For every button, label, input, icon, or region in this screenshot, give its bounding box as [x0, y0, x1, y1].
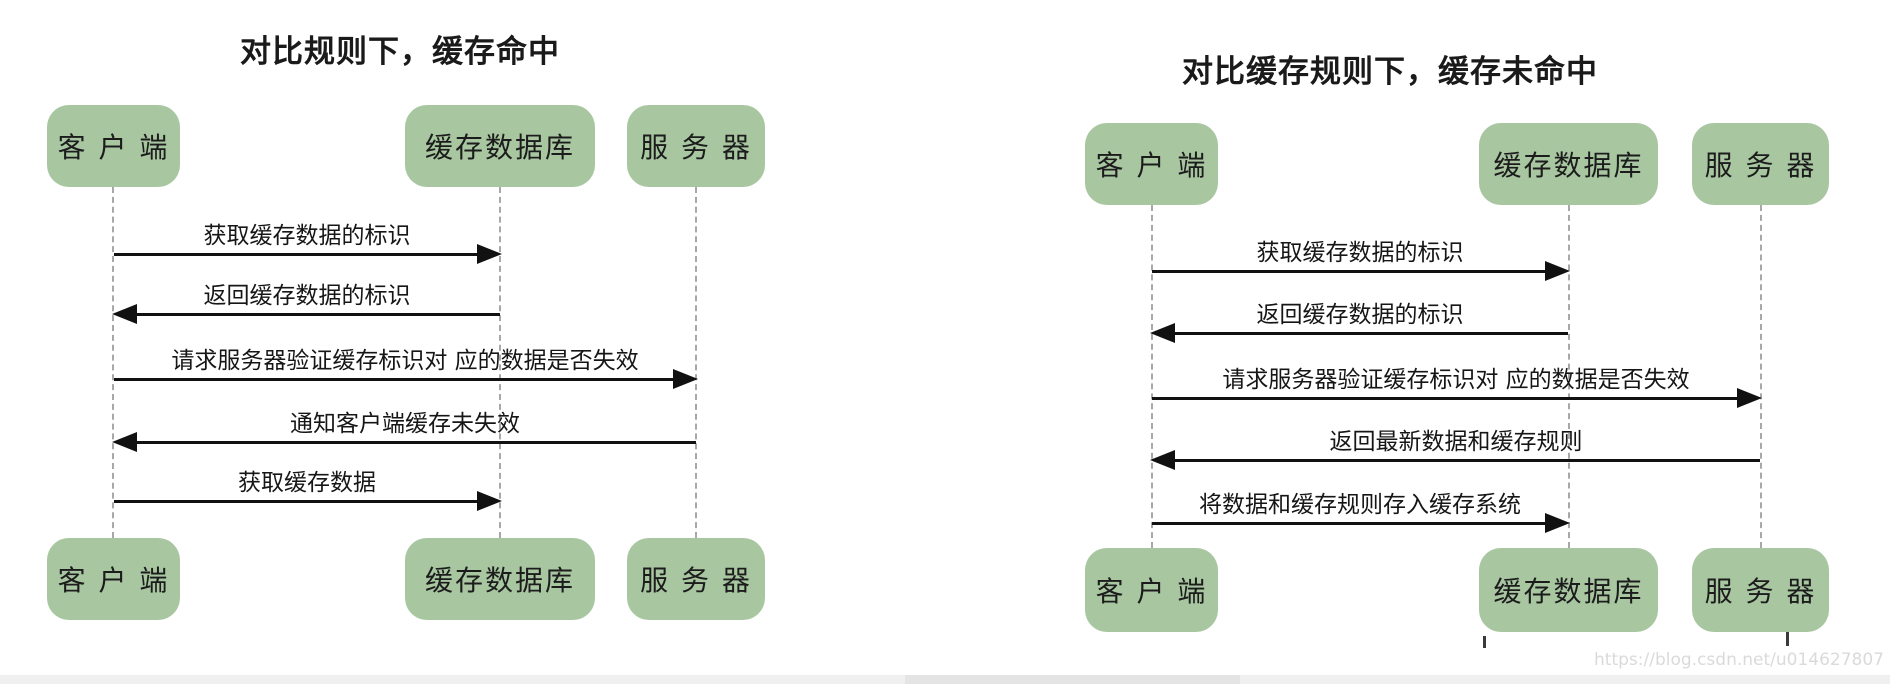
message-arrow	[1152, 388, 1762, 408]
message-arrow	[1152, 513, 1570, 533]
arrowhead-right-icon	[1545, 261, 1570, 281]
arrowhead-left-icon	[1150, 323, 1175, 343]
message-label: 请求服务器验证缓存标识对 应的数据是否失效	[171, 348, 639, 374]
right-actor-client-bottom: 客 户 端	[1085, 548, 1218, 632]
arrowhead-left-icon	[1150, 450, 1175, 470]
right-actor-cachedb-bottom: 缓存数据库	[1479, 548, 1658, 632]
arrow-line	[134, 441, 696, 444]
watermark-url: https://blog.csdn.net/u014627807	[1594, 650, 1884, 670]
left-actor-server-bottom: 服 务 器	[627, 538, 765, 620]
lifeline-stub	[1786, 632, 1789, 646]
arrow-line	[1172, 459, 1760, 462]
arrowhead-left-icon	[112, 304, 137, 324]
left-actor-client-bottom: 客 户 端	[47, 538, 180, 620]
message-label: 返回最新数据和缓存规则	[1329, 429, 1583, 455]
left-actor-client-top: 客 户 端	[47, 105, 180, 187]
arrow-line	[1152, 270, 1548, 273]
left-cachedb-lifeline	[499, 187, 501, 538]
arrow-line	[1152, 397, 1740, 400]
message-arrow	[114, 491, 502, 511]
message-arrow	[114, 244, 502, 264]
message-arrow	[112, 432, 696, 452]
lifeline-stub	[1483, 636, 1486, 648]
arrowhead-right-icon	[477, 244, 502, 264]
message-label: 通知客户端缓存未失效	[290, 411, 520, 437]
message-label: 将数据和缓存规则存入缓存系统	[1199, 492, 1521, 518]
left-actor-cachedb-bottom: 缓存数据库	[405, 538, 595, 620]
arrow-line	[1152, 522, 1548, 525]
right-client-lifeline	[1151, 205, 1153, 548]
message-arrow	[1152, 261, 1570, 281]
left-diagram-title: 对比规则下，缓存命中	[240, 34, 560, 70]
arrowhead-right-icon	[1545, 513, 1570, 533]
right-actor-server-bottom: 服 务 器	[1692, 548, 1829, 632]
arrowhead-right-icon	[1737, 388, 1762, 408]
message-arrow	[1150, 323, 1568, 343]
bottom-strip-dark-segment	[905, 675, 1240, 684]
arrowhead-right-icon	[477, 491, 502, 511]
message-label: 请求服务器验证缓存标识对 应的数据是否失效	[1222, 367, 1690, 393]
message-label: 获取缓存数据	[238, 470, 376, 496]
right-actor-server-top: 服 务 器	[1692, 123, 1829, 205]
right-server-lifeline	[1760, 205, 1762, 548]
right-actor-client-top: 客 户 端	[1085, 123, 1218, 205]
left-client-lifeline	[112, 187, 114, 538]
message-label: 返回缓存数据的标识	[203, 283, 411, 309]
arrowhead-right-icon	[673, 369, 698, 389]
message-arrow	[112, 304, 500, 324]
arrow-line	[114, 500, 480, 503]
left-actor-server-top: 服 务 器	[627, 105, 765, 187]
right-cachedb-lifeline	[1568, 205, 1570, 548]
left-actor-cachedb-top: 缓存数据库	[405, 105, 595, 187]
message-label: 获取缓存数据的标识	[1256, 240, 1464, 266]
message-arrow	[1150, 450, 1760, 470]
arrow-line	[114, 253, 480, 256]
arrowhead-left-icon	[112, 432, 137, 452]
right-actor-cachedb-top: 缓存数据库	[1479, 123, 1658, 205]
message-label: 返回缓存数据的标识	[1256, 302, 1464, 328]
arrow-line	[1172, 332, 1568, 335]
message-arrow	[114, 369, 698, 389]
message-label: 获取缓存数据的标识	[203, 223, 411, 249]
left-server-lifeline	[695, 187, 697, 538]
right-diagram-title: 对比缓存规则下，缓存未命中	[1182, 54, 1598, 90]
arrow-line	[114, 378, 676, 381]
arrow-line	[134, 313, 500, 316]
